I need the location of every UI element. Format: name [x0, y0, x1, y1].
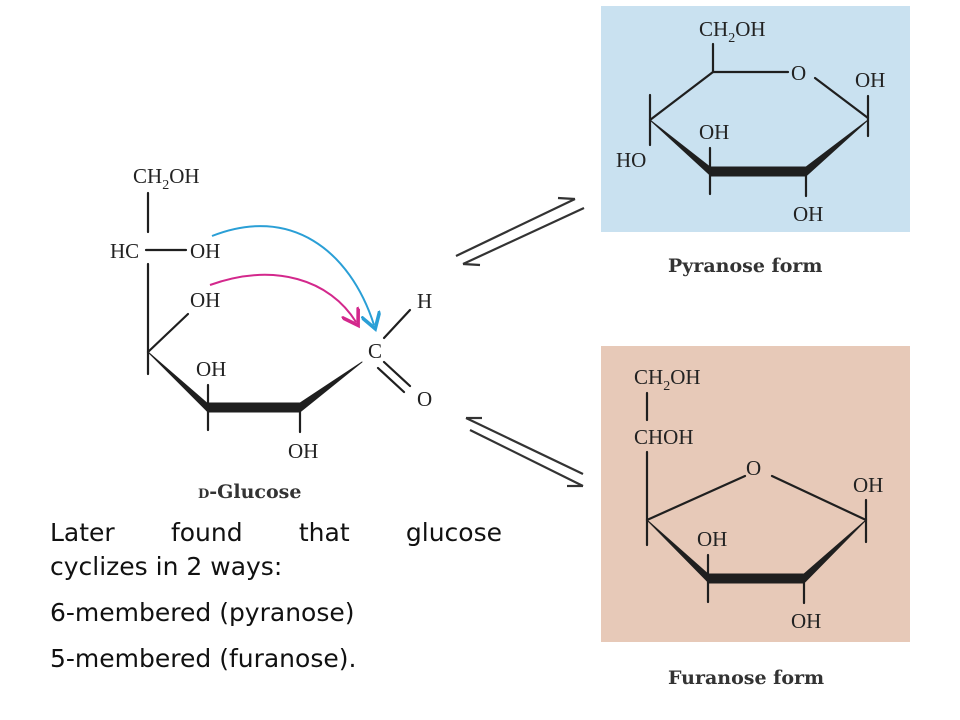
pyranose-oh-bottom-label: OH: [793, 202, 823, 226]
pyranose-ring-o-label: O: [791, 61, 806, 85]
glucose-hc-label: HC: [110, 239, 139, 263]
glucose-ch2oh-label: CH2OH: [133, 164, 200, 193]
glucose-o-label: O: [417, 387, 432, 411]
equilibrium-arrows-furanose: [465, 416, 584, 488]
note-line-1: Later found that glucose: [50, 518, 502, 547]
equilibrium-reverse-line: [462, 207, 585, 265]
furanose-ch2oh-label: CH2OH: [634, 365, 701, 394]
glucose-bold-bond: [207, 402, 301, 413]
furanose-choh-label: CHOH: [634, 425, 694, 449]
note-line-2: cyclizes in 2 ways:: [50, 552, 283, 581]
equilibrium-reverse-line: [469, 429, 584, 487]
pyranose-structure: CH2OH O OH HO OH OH Pyranose form: [601, 6, 910, 277]
equilibrium-forward-barb: [557, 196, 576, 201]
glucose-bond: [382, 308, 412, 340]
furanose-oh-bottom-label: OH: [791, 609, 821, 633]
pyranose-bond: [813, 76, 870, 120]
glucose-oh-c2-label: OH: [288, 439, 318, 463]
blue-curved-arrow: [211, 225, 374, 325]
pyranose-bold-bond: [709, 166, 807, 177]
glucose-wedge: [299, 361, 363, 413]
pyranose-ho-label: HO: [616, 148, 646, 172]
equilibrium-arrows-pyranose: [455, 196, 585, 267]
furanose-bond: [770, 474, 868, 522]
furanose-wedge: [803, 519, 867, 584]
glucose-oh-c3-label: OH: [196, 357, 226, 381]
note-line-3: 6-membered (pyranose): [50, 598, 355, 627]
glucose-oh-c5-label: OH: [190, 239, 220, 263]
pyranose-oh-c3-label: OH: [699, 120, 729, 144]
glucose-bond: [146, 312, 190, 354]
furanose-structure: CH2OH CHOH O OH OH OH Furanose form: [601, 346, 910, 689]
furanose-background: [601, 346, 910, 642]
furanose-caption: Furanose form: [668, 667, 824, 689]
glucose-structure: CH2OH HC OH OH OH OH C H O D-Glucose: [110, 164, 432, 503]
pyranose-caption: Pyranose form: [668, 255, 823, 277]
explanation-note: Later found that glucose cyclizes in 2 w…: [50, 516, 502, 676]
pyranose-bond: [648, 70, 715, 122]
pyranose-wedge: [805, 119, 869, 177]
furanose-bond: [645, 474, 747, 522]
glucose-bond: [376, 366, 406, 394]
furanose-oh-c3-label: OH: [697, 527, 727, 551]
glucose-oh-ring-label: OH: [190, 288, 220, 312]
equilibrium-reverse-barb: [462, 262, 481, 267]
glucose-c-label: C: [368, 339, 382, 363]
furanose-bold-bond: [707, 573, 805, 584]
pyranose-ch2oh-label: CH2OH: [699, 17, 766, 46]
furanose-ring-o-label: O: [746, 456, 761, 480]
magenta-curved-arrow: [209, 273, 356, 322]
glucose-h-label: H: [417, 289, 432, 313]
glucose-bond: [382, 360, 412, 388]
equilibrium-forward-line: [455, 198, 576, 257]
note-line-4: 5-membered (furanose).: [50, 644, 357, 673]
furanose-oh-anomeric-label: OH: [853, 473, 883, 497]
equilibrium-forward-line: [465, 417, 584, 475]
glucose-caption: D-Glucose: [198, 481, 301, 503]
pyranose-oh-anomeric-label: OH: [855, 68, 885, 92]
